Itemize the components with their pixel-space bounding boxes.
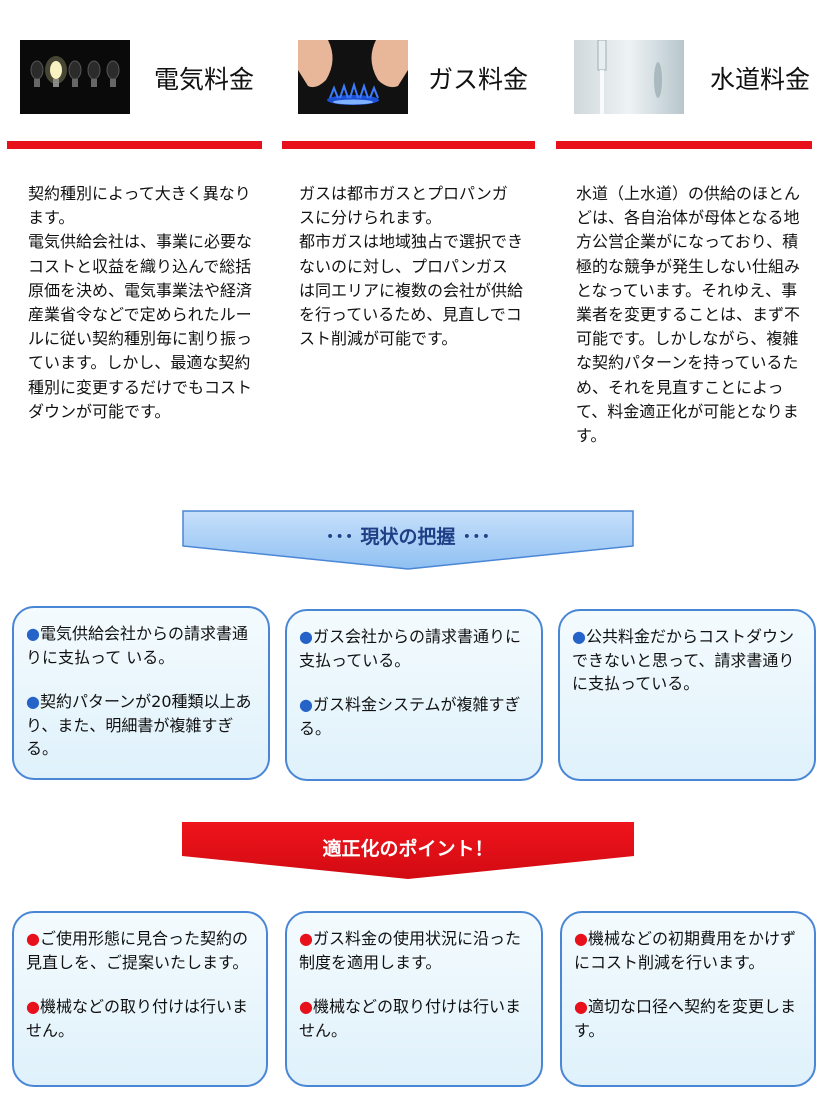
light-bulbs-photo xyxy=(20,40,130,114)
divider-gas xyxy=(282,141,535,149)
banner-arrow-shape xyxy=(182,822,634,879)
point-box-gas: ●ガス料金の使用状況に沿った制度を適用します。 ●機械などの取り付けは行いません… xyxy=(285,911,543,1087)
description-paragraph: 契約種別によって大きく異なります。 xyxy=(28,184,251,228)
gas-description: ガスは都市ガスとプロパンガスに分けられます。 都市ガスは地域独占で選択できないの… xyxy=(299,182,523,351)
current-situation-banner: ･･･ 現状の把握 ･･･ xyxy=(182,510,634,570)
point-box-water: ●機械などの初期費用をかけずにコスト削減を行います。 ●適切な口径へ契約を変更し… xyxy=(560,911,816,1087)
list-item: ●適切な口径へ契約を変更します。 xyxy=(574,997,796,1040)
header-electricity: 電気料金 xyxy=(20,40,270,120)
current-situation-label: ･･･ 現状の把握 ･･･ xyxy=(325,526,491,548)
current-box-electricity: ●電気供給会社からの請求書通りに支払って いる。 ●契約パターンが20種類以上あ… xyxy=(12,606,270,780)
list-item: ●機械などの取り付けは行いません。 xyxy=(26,997,248,1040)
list-item: ●電気供給会社からの請求書通りに支払って いる。 xyxy=(26,624,248,667)
bullet-icon: ● xyxy=(299,627,313,646)
point-box-electricity: ●ご使用形態に見合った契約の見直しを、ご提案いたします。 ●機械などの取り付けは… xyxy=(12,911,268,1087)
description-paragraph: 都市ガスは地域独占で選択できないのに対し、プロパンガスは同エリアに複数の会社が供… xyxy=(299,232,524,349)
list-item: ●契約パターンが20種類以上あり、また、明細書が複雑すぎる。 xyxy=(26,692,252,758)
current-box-gas: ●ガス会社からの請求書通りに支払っている。 ●ガス料金システムが複雑すぎる。 xyxy=(285,609,543,781)
bullet-icon: ● xyxy=(26,692,40,711)
electricity-description: 契約種別によって大きく異なります。 電気供給会社は、事業に必要なコストと収益を織… xyxy=(28,182,252,424)
list-item: ●機械などの初期費用をかけずにコスト削減を行います。 xyxy=(574,929,796,972)
optimization-points-banner: 適正化のポイント！ xyxy=(182,822,634,880)
description-paragraph: 電気供給会社は、事業に必要なコストと収益を織り込んで総括原価を決め、電気事業法や… xyxy=(28,232,253,421)
header-water: 水道料金 xyxy=(574,40,824,120)
water-description: 水道（上水道）の供給のほとんどは、各自治体が母体となる地方公営企業がになっており… xyxy=(576,182,802,448)
bullet-icon: ● xyxy=(572,627,586,646)
bullet-icon: ● xyxy=(299,695,313,714)
current-box-water: ●公共料金だからコストダウンできないと思って、請求書通りに支払っている。 xyxy=(558,609,816,781)
water-faucet-photo xyxy=(574,40,684,114)
divider-electricity xyxy=(7,141,262,149)
bullet-icon: ● xyxy=(574,929,588,948)
list-item: ●機械などの取り付けは行いません。 xyxy=(299,997,521,1040)
banner-arrow-shape xyxy=(182,510,634,570)
list-item: ●ガス会社からの請求書通りに支払っている。 xyxy=(299,627,521,670)
list-item: ●ガス料金システムが複雑すぎる。 xyxy=(299,695,521,738)
divider-water xyxy=(556,141,812,149)
list-item: ●ご使用形態に見合った契約の見直しを、ご提案いたします。 xyxy=(26,929,249,972)
gas-flame-photo xyxy=(298,40,408,114)
bullet-icon: ● xyxy=(299,929,313,948)
bullet-icon: ● xyxy=(26,929,40,948)
list-item: ●公共料金だからコストダウンできないと思って、請求書通りに支払っている。 xyxy=(572,627,795,693)
bullet-icon: ● xyxy=(299,997,313,1016)
electricity-title: 電気料金 xyxy=(154,65,255,94)
bullet-icon: ● xyxy=(26,624,40,643)
bullet-icon: ● xyxy=(574,997,588,1016)
description-paragraph: 水道（上水道）の供給のほとんどは、各自治体が母体となる地方公営企業がになっており… xyxy=(576,184,801,446)
gas-title: ガス料金 xyxy=(428,65,529,94)
header-gas: ガス料金 xyxy=(298,40,548,120)
description-paragraph: ガスは都市ガスとプロパンガスに分けられます。 xyxy=(299,184,508,228)
list-item: ●ガス料金の使用状況に沿った制度を適用します。 xyxy=(299,929,521,972)
water-title: 水道料金 xyxy=(710,65,811,94)
optimization-points-label: 適正化のポイント！ xyxy=(322,838,494,860)
bullet-icon: ● xyxy=(26,997,40,1016)
